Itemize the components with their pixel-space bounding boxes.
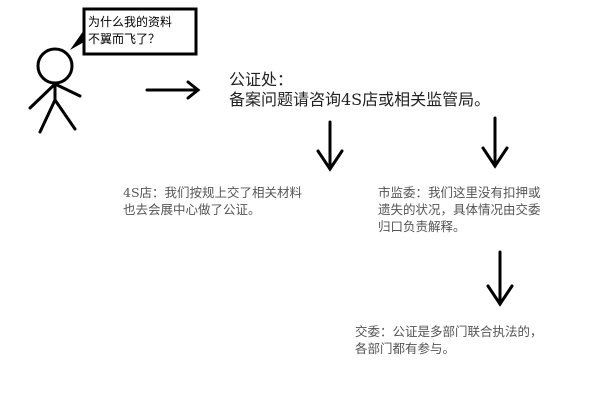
speech-bubble-tail bbox=[70, 30, 84, 50]
dealer-response: 4S店：我们按规上交了相关材料 也去会展中心做了公证。 bbox=[123, 185, 303, 217]
figure-right-arm bbox=[53, 82, 82, 98]
figure-right-leg bbox=[53, 98, 77, 131]
speech-bubble-box bbox=[82, 7, 198, 56]
speech-bubble bbox=[70, 7, 198, 56]
speech-bubble-text: 为什么我的资料 不翼而飞了？ bbox=[88, 15, 173, 46]
figure-head bbox=[36, 47, 74, 85]
figure-left-arm bbox=[28, 82, 57, 110]
figure-left-leg bbox=[38, 98, 57, 134]
notary-text: 备案问题请咨询4S店或相关监管局。 bbox=[229, 90, 491, 109]
transport-response: 交委：公证是多部门联合执法的， 各部门都有参与。 bbox=[355, 324, 543, 356]
arrow-down-dealer bbox=[316, 120, 344, 172]
arrow-down-market-bureau bbox=[481, 116, 509, 169]
notary-title: 公证处： bbox=[229, 70, 294, 89]
arrow-right bbox=[145, 80, 201, 100]
arrow-down-transport bbox=[486, 250, 514, 307]
market-bureau-response: 市监委：我们这里没有扣押或 遗失的状况，具体情况由交委 归口负责解释。 bbox=[378, 185, 541, 234]
stick-figure bbox=[28, 47, 82, 134]
